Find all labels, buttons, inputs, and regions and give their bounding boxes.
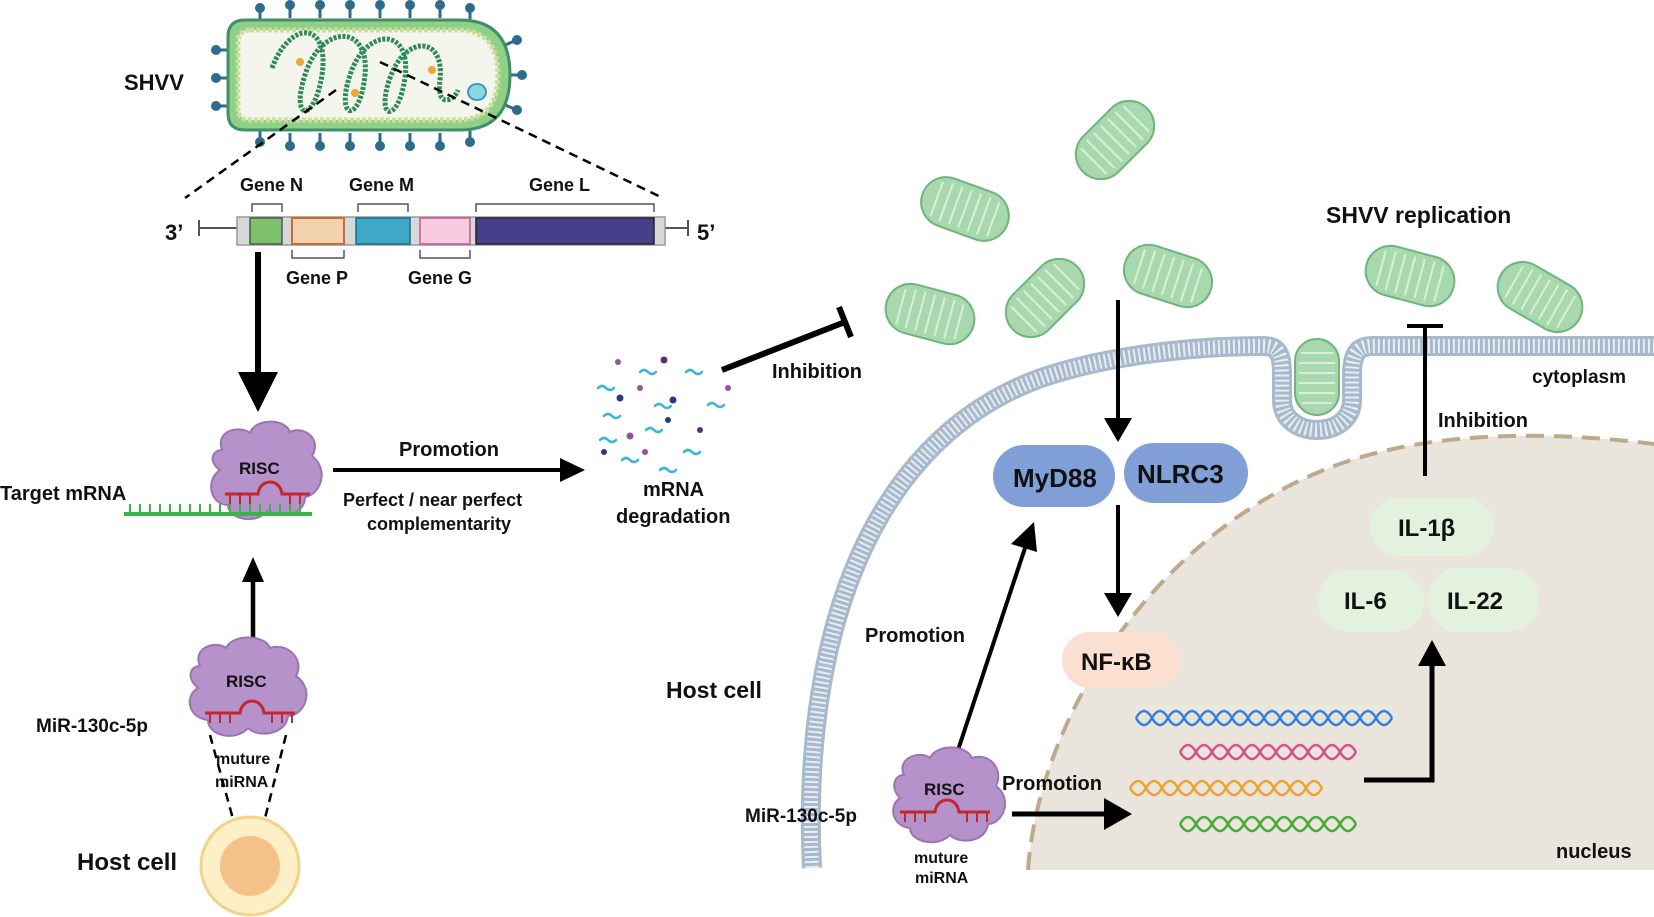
mirna-right-label: MiR-130c-5p [745,806,857,827]
gene-g-label: Gene G [408,268,472,288]
muture-right-line-2: miRNA [915,870,969,887]
risc-top-label: RISC [239,459,280,478]
complementarity-line-1: Perfect / near perfect [343,490,522,510]
nucleus-label: nucleus [1556,841,1632,863]
il22-label: IL-22 [1447,588,1503,615]
dna-helices-illustration [1128,709,1394,833]
muture-left-line-1: muture [216,751,270,768]
il22-node [1427,568,1539,632]
complementarity-line-2: complementarity [367,514,511,534]
target-mrna-label: Target mRNA [0,483,126,505]
nlrc3-node [1124,443,1248,503]
gene-p-label: Gene P [286,268,348,288]
mrna-degradation-line-2: degradation [616,506,730,528]
mirna-left-label: MiR-130c-5p [36,716,148,737]
host-cell-right-label: Host cell [666,677,762,703]
promotion-right-label: Promotion [1002,773,1102,795]
gene-p-segment [291,217,345,245]
inhibition-right-label: Inhibition [1438,410,1528,432]
risc-complex-right [892,746,1007,844]
virion-spikes [211,0,527,151]
gene-n-segment [249,217,283,245]
promotion-up-label: Promotion [865,625,965,647]
muture-left-line-2: miRNA [215,774,269,791]
virus-label: SHVV [124,70,184,95]
virus-particles [884,99,1584,416]
promotion-left-label: Promotion [399,439,499,461]
il6-node [1318,570,1424,632]
genome-map [198,203,689,259]
nfkb-label: NF-κB [1081,649,1152,676]
mrna-fragment-dots [601,356,731,455]
risc-right-label: RISC [924,780,965,799]
host-cell-left-illustration [199,815,301,917]
il1b-label: IL-1β [1398,515,1455,542]
host-cell-left-label: Host cell [77,849,177,876]
gene-g-segment [419,217,471,245]
mrna-fragments-illustration [596,368,726,474]
rnp-coil [269,30,461,114]
gene-m-segment [355,217,411,245]
nfkb-node [1062,632,1180,688]
genome-5-prime: 5’ [697,220,715,245]
myd88-label: MyD88 [1013,463,1097,493]
myd88-node [993,445,1115,507]
genome-3-prime: 3’ [165,220,183,245]
muture-right-line-1: muture [914,850,968,867]
nlrc3-label: NLRC3 [1137,459,1224,489]
gene-l-segment [475,217,655,245]
shvv-virion-illustration [211,0,527,151]
risc-complex-top [124,420,323,520]
gene-m-label: Gene M [349,175,414,195]
gene-n-label: Gene N [240,175,303,195]
shvv-replication-label: SHVV replication [1326,202,1511,228]
il6-label: IL-6 [1344,588,1387,615]
risc-complex-bottom [188,636,308,737]
mrna-degradation-line-1: mRNA [643,479,704,501]
cytoplasm-label: cytoplasm [1532,367,1626,388]
risc-bottom-label: RISC [226,672,267,691]
inhibition-left-label: Inhibition [772,361,862,383]
il1b-node [1370,498,1494,556]
nucleus-region [1028,435,1654,870]
gene-l-label: Gene L [529,175,590,195]
